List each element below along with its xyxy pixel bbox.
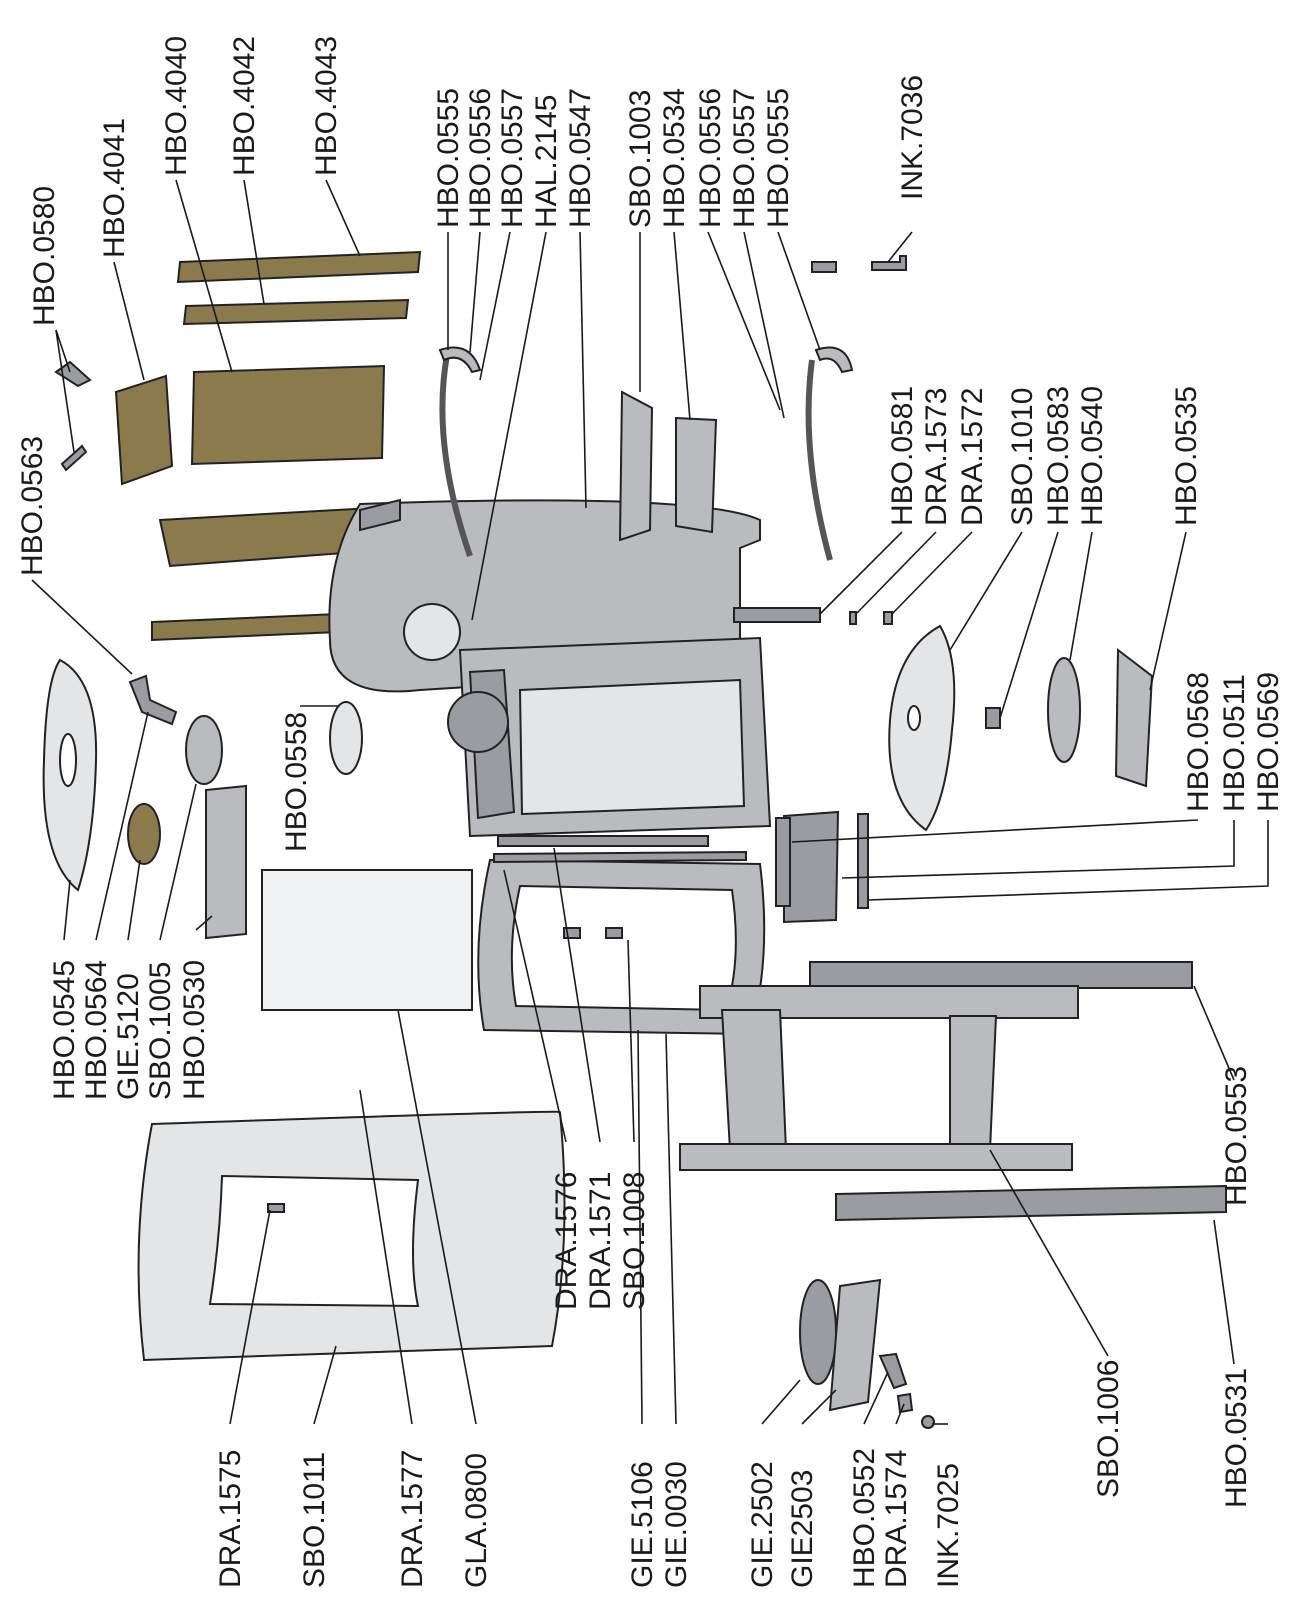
glass-panel <box>261 869 473 1011</box>
label-rs-1: HBO.0511 <box>1218 674 1251 812</box>
base-stand <box>679 961 1227 1222</box>
small-clips <box>54 360 92 472</box>
label-top-8: HBO.0557 <box>728 88 761 228</box>
label-b-6: GIE.2502 <box>746 1461 779 1588</box>
label-left-col: HBO.0563 <box>16 436 49 576</box>
top-brackets <box>618 390 718 542</box>
left-plate <box>42 658 98 892</box>
label-rm-5: HBO.0540 <box>1076 386 1109 526</box>
label-b-8: HBO.0552 <box>848 1448 881 1588</box>
label-rl-1: HBO.0531 <box>1220 1368 1253 1508</box>
label-tl-4: HBO.4043 <box>310 36 343 176</box>
front-shell <box>137 1110 566 1362</box>
label-top-right: INK.7036 <box>896 75 929 200</box>
label-top-5: SBO.1003 <box>624 90 657 228</box>
door-strips <box>493 810 869 924</box>
label-b-0: DRA.1575 <box>214 1450 247 1588</box>
top-labels: HBO.0555 HBO.0556 HBO.0557 HAL.2145 HBO.… <box>432 88 795 228</box>
label-top-0: HBO.0555 <box>432 88 465 228</box>
label-rl-0: HBO.0553 <box>1220 1066 1253 1206</box>
label-b-9: DRA.1574 <box>880 1450 913 1588</box>
leader-lines <box>31 179 1269 1425</box>
label-rs-2: HBO.0569 <box>1252 672 1285 812</box>
label-tl-0: HBO.0580 <box>28 186 61 326</box>
left-small-parts <box>127 674 363 940</box>
brick-parts <box>114 250 422 642</box>
small-bars <box>733 607 893 625</box>
label-rm-1: DRA.1573 <box>920 388 953 526</box>
bottom-labels: DRA.1575 SBO.1011 DRA.1577 GLA.0800 GIE.… <box>214 1448 965 1588</box>
label-lg-1: HBO.0564 <box>80 960 113 1100</box>
label-top-1: HBO.0556 <box>464 88 497 228</box>
label-rm-6: HBO.0535 <box>1170 386 1203 526</box>
vent-parts <box>799 1278 935 1429</box>
label-lg-2: GIE.5120 <box>112 973 145 1100</box>
left-group-labels: HBO.0545 HBO.0564 GIE.5120 SBO.1005 HBO.… <box>48 960 211 1100</box>
door-frame <box>477 858 766 1036</box>
right-small-parts <box>985 648 1154 788</box>
right-small-labels: HBO.0568 HBO.0511 HBO.0569 <box>1182 672 1285 812</box>
label-top-2: HBO.0557 <box>496 88 529 228</box>
label-b-4: GIE.5106 <box>626 1461 659 1588</box>
side-handles <box>438 255 907 561</box>
label-b-5: GIE.0030 <box>660 1461 693 1588</box>
label-tl-1: HBO.4041 <box>98 118 131 258</box>
label-rm-4: HBO.0583 <box>1042 386 1075 526</box>
label-lg-4: HBO.0530 <box>178 960 211 1100</box>
label-mg-0: DRA.1576 <box>550 1172 583 1310</box>
label-b-10: INK.7025 <box>932 1463 965 1588</box>
label-rm-2: DRA.1572 <box>956 388 989 526</box>
label-top-7: HBO.0556 <box>694 88 727 228</box>
label-mid-left: HBO.0558 <box>280 712 313 852</box>
label-mg-2: SBO.1008 <box>618 1172 651 1310</box>
round-plate <box>888 624 956 832</box>
mid-group-labels: DRA.1576 DRA.1571 SBO.1008 <box>550 1172 651 1310</box>
label-b-2: DRA.1577 <box>396 1450 429 1588</box>
label-tl-3: HBO.4042 <box>228 36 261 176</box>
label-b-7: GIE2503 <box>786 1470 819 1588</box>
label-lg-3: SBO.1005 <box>144 962 177 1100</box>
label-rm-3: SBO.1010 <box>1006 388 1039 526</box>
label-top-6: HBO.0534 <box>658 88 691 228</box>
label-b-3: GLA.0800 <box>460 1453 493 1588</box>
label-lg-0: HBO.0545 <box>48 960 81 1100</box>
top-left-labels: HBO.0580 HBO.4041 HBO.4040 HBO.4042 HBO.… <box>28 36 343 326</box>
label-rl-2: SBO.1006 <box>1092 1360 1125 1498</box>
label-b-1: SBO.1011 <box>298 1452 331 1588</box>
label-top-9: HBO.0555 <box>762 88 795 228</box>
label-rm-0: HBO.0581 <box>886 386 919 526</box>
label-rs-0: HBO.0568 <box>1182 672 1215 812</box>
label-top-4: HBO.0547 <box>564 88 597 228</box>
label-top-3: HAL.2145 <box>530 95 563 228</box>
firebox-frame <box>447 636 772 838</box>
right-middle-labels: HBO.0581 DRA.1573 DRA.1572 SBO.1010 HBO.… <box>886 386 1203 526</box>
label-mg-1: DRA.1571 <box>584 1172 617 1310</box>
right-lower-labels: HBO.0553 HBO.0531 SBO.1006 <box>1092 1066 1253 1508</box>
label-tl-2: HBO.4040 <box>160 36 193 176</box>
